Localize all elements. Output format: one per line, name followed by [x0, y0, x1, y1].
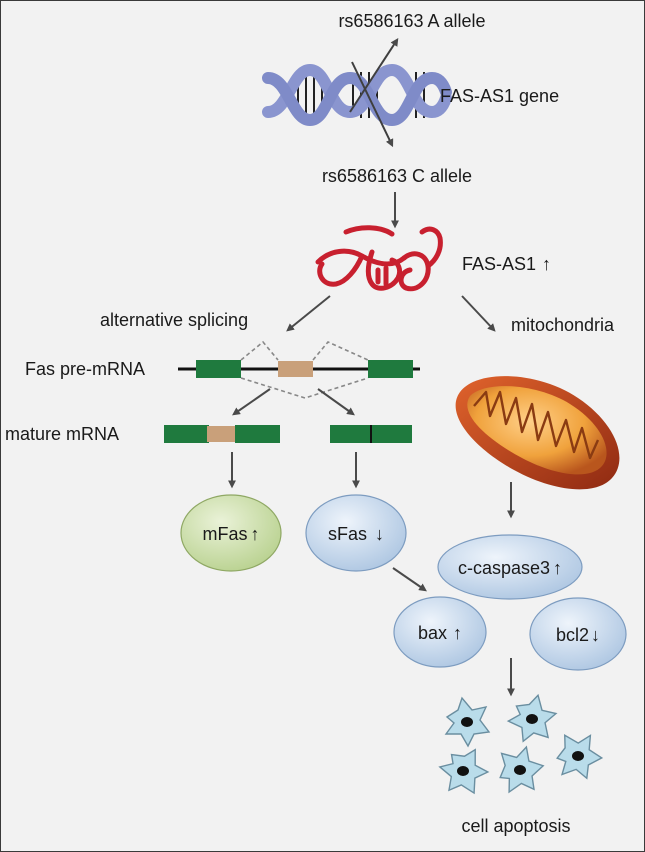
pre-mrna-label: Fas pre-mRNA — [25, 359, 145, 379]
apoptosis-label: cell apoptosis — [461, 816, 570, 836]
lncrna-label: FAS-AS1↑ — [462, 254, 551, 274]
svg-text:mFas↑: mFas↑ — [203, 524, 260, 544]
lncrna-icon — [315, 225, 443, 292]
arrow-to-alt-splicing — [286, 295, 331, 332]
bax-node: bax↑ — [393, 596, 487, 668]
arrow-to-mature-mrna-full — [232, 388, 271, 416]
arrow-gene-to-allele-a — [349, 37, 399, 113]
allele-a-label: rs6586163 A allele — [338, 11, 485, 31]
svg-text:c-caspase3↑: c-caspase3↑ — [458, 558, 562, 578]
mitochondrion-icon — [455, 376, 620, 490]
caspase-node: c-caspase3↑ — [437, 534, 583, 600]
alt-splicing-label: alternative splicing — [100, 310, 248, 330]
mature-mrna-full — [164, 425, 280, 443]
arrow-sfas-to-bax — [392, 567, 427, 592]
arrow-gene-to-allele-c — [351, 61, 394, 148]
pre-mrna-gene-model — [178, 340, 420, 399]
mitochondria-label: mitochondria — [511, 315, 615, 335]
arrow-to-mature-mrna-skipped — [317, 388, 355, 416]
sfas-node: sFas↓ — [305, 494, 407, 572]
gene-label: FAS-AS1 gene — [440, 86, 559, 106]
svg-text:bcl2↓: bcl2↓ — [556, 625, 600, 645]
svg-text:bax↑: bax↑ — [418, 623, 462, 643]
arrow-to-mitochondria — [461, 295, 496, 332]
svg-text:sFas↓: sFas↓ — [328, 524, 384, 544]
allele-c-label: rs6586163 C allele — [322, 166, 472, 186]
mature-mrna-skipped — [330, 425, 412, 443]
mfas-node: mFas↑ — [180, 494, 282, 572]
dna-double-helix-icon — [262, 63, 452, 127]
bcl2-node: bcl2↓ — [529, 597, 627, 671]
mature-mrna-label: mature mRNA — [5, 424, 119, 444]
apoptotic-cells-icon — [438, 693, 604, 795]
